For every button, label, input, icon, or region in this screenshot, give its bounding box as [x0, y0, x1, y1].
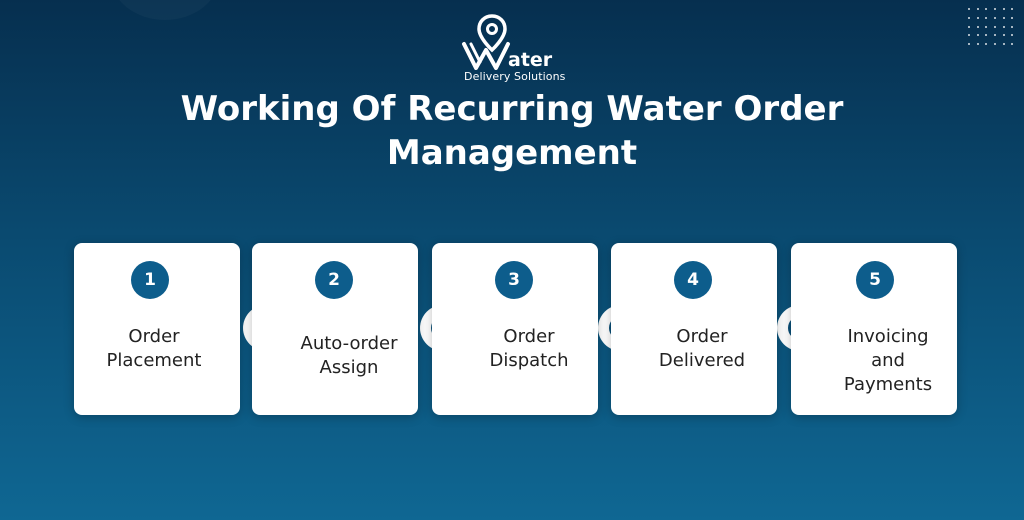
step-label-4-line-1: Order [676, 326, 728, 347]
page-title-line-2: Management [386, 133, 638, 173]
brand-logo: ater Delivery Solutions [440, 14, 580, 86]
decorative-dot-grid [968, 8, 1016, 48]
location-pin-icon [477, 14, 507, 53]
step-label-2-line-1: Auto-order [300, 333, 398, 354]
step-number-badge-4: 4 [674, 261, 712, 299]
logo-tagline: Delivery Solutions [464, 70, 566, 83]
step-label-5-line-3: Payments [843, 374, 933, 395]
water-logo-icon: ater [462, 14, 553, 70]
step-number-badge-3: 3 [495, 261, 533, 299]
step-label-1-line-1: Order [128, 326, 180, 347]
step-label-1-line-2: Placement [106, 350, 202, 371]
step-label-5-line-1: Invoicing [847, 326, 929, 347]
step-number-badge-1: 1 [131, 261, 169, 299]
background-circle [110, 0, 220, 20]
step-label-3-line-1: Order [503, 326, 555, 347]
step-label-3-line-2: Dispatch [489, 350, 569, 371]
step-label-4-line-2: Delivered [658, 350, 746, 371]
page-title-line-1: Working Of Recurring Water Order [180, 89, 844, 129]
step-label-5-line-2: and [871, 350, 905, 371]
svg-text:ater: ater [508, 49, 553, 70]
step-label-2-line-2: Assign [319, 357, 379, 378]
step-number-badge-5: 5 [856, 261, 894, 299]
step-number-badge-2: 2 [315, 261, 353, 299]
